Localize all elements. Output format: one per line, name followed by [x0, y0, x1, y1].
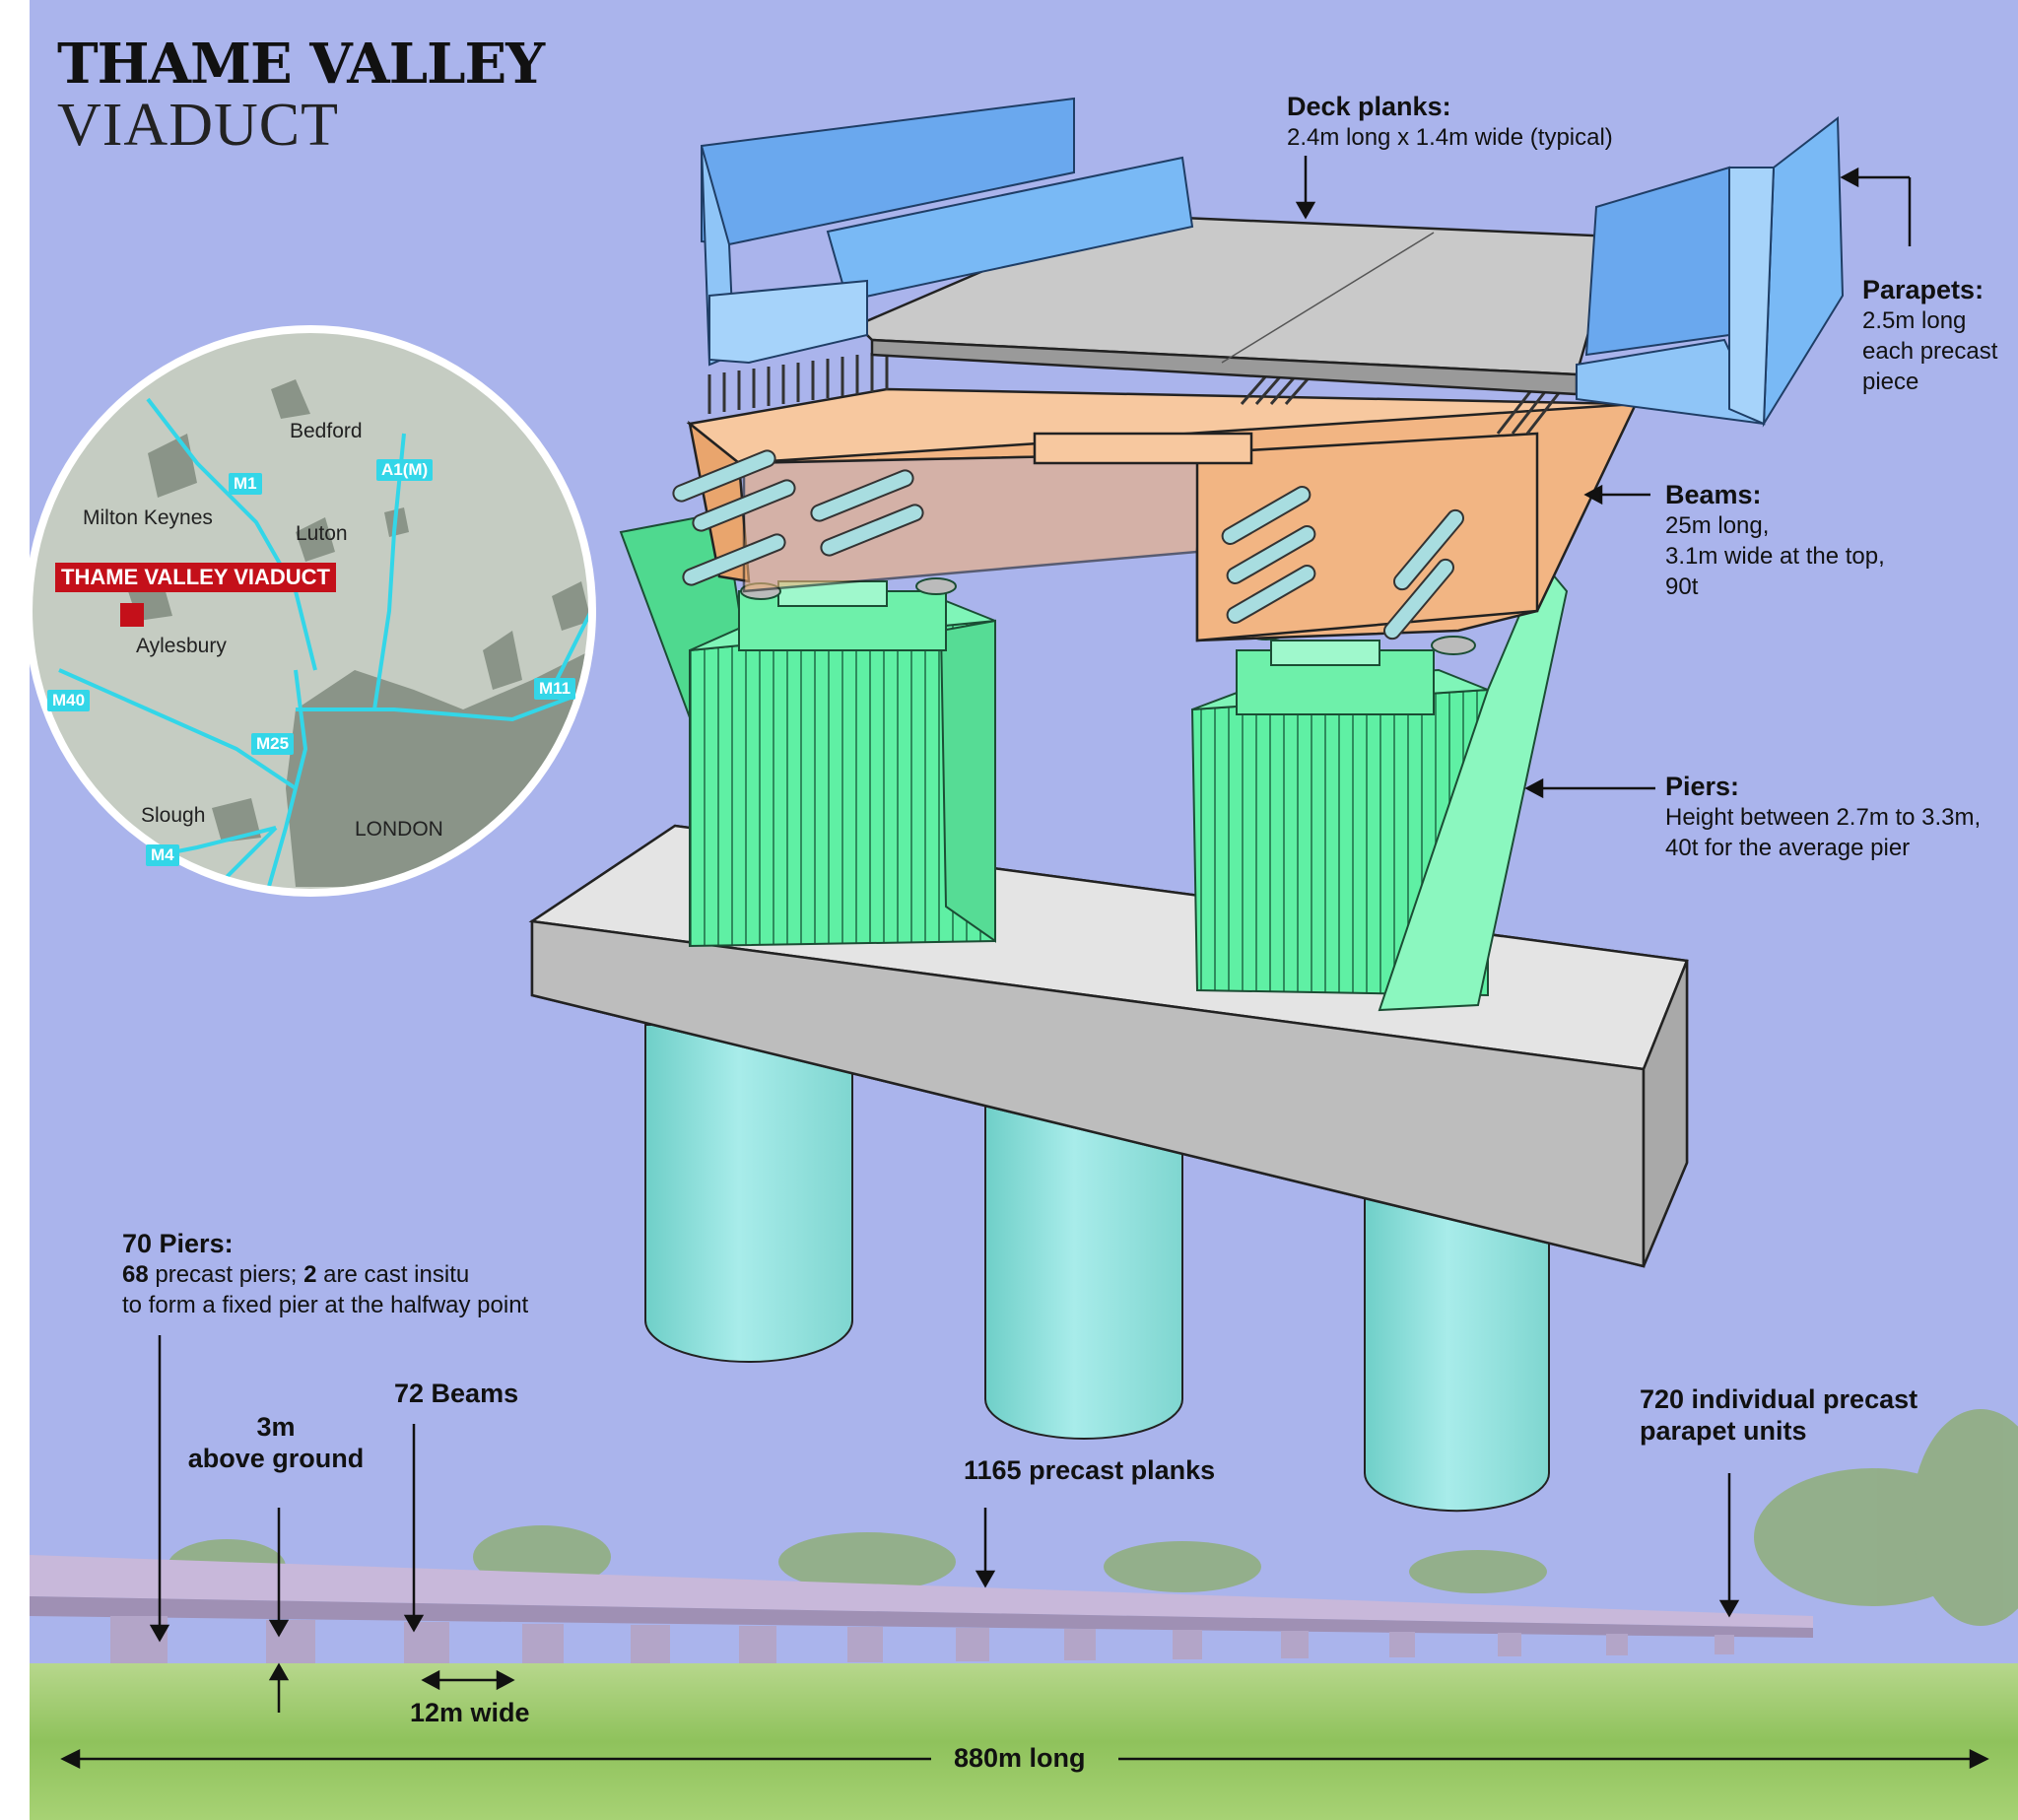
stat-beams: 72 Beams	[394, 1378, 518, 1409]
stat-piers-text1: precast piers;	[148, 1261, 304, 1288]
stat-planks: 1165 precast planks	[964, 1454, 1215, 1486]
stat-width-text: 12m wide	[410, 1698, 530, 1727]
label-parapets-detail: 2.5m long each precast piece	[1862, 307, 1998, 395]
label-deck-planks: Deck planks: 2.4m long x 1.4m wide (typi…	[1287, 91, 1613, 153]
grass	[30, 1663, 2018, 1820]
stat-piers-precast-count: 68	[122, 1261, 149, 1288]
stat-piers-text2: are cast insitu	[316, 1261, 470, 1288]
stat-beams-text: 72 Beams	[394, 1379, 519, 1408]
bolts	[672, 449, 1464, 640]
parapet-left	[701, 97, 1194, 367]
stat-height-value: 3m	[256, 1412, 296, 1442]
road-m1: M1	[229, 473, 262, 495]
map-place-london: LONDON	[355, 818, 443, 841]
leader-arrows	[60, 156, 1989, 1770]
map-place-bedford: Bedford	[290, 420, 363, 442]
label-parapets: Parapets: 2.5m long each precast piece	[1862, 274, 1997, 397]
site-marker	[120, 603, 144, 627]
road-m11: M11	[534, 678, 576, 700]
label-piers-detail: Height between 2.7m to 3.3m, 40t for the…	[1665, 804, 1982, 861]
location-map	[25, 325, 596, 897]
label-beams-detail: 25m long, 3.1m wide at the top, 90t	[1665, 512, 1885, 600]
stat-piers-line1: 68 precast piers; 2 are cast insitu	[122, 1259, 528, 1290]
stat-width: 12m wide	[410, 1697, 530, 1728]
viaduct-photo	[30, 1555, 1813, 1667]
columns	[644, 1024, 1550, 1513]
stat-planks-text: 1165 precast planks	[964, 1455, 1216, 1485]
label-piers: Piers: Height between 2.7m to 3.3m, 40t …	[1665, 771, 1981, 863]
road-m25: M25	[251, 733, 295, 755]
stat-height-text: above ground	[187, 1444, 365, 1473]
map-place-aylesbury: Aylesbury	[136, 635, 227, 657]
label-beams: Beams: 25m long, 3.1m wide at the top, 9…	[1665, 479, 1885, 602]
map-place-slough: Slough	[141, 804, 206, 827]
label-beams-heading: Beams:	[1665, 480, 1762, 509]
stat-height: 3m above ground	[177, 1411, 374, 1474]
label-deck-heading: Deck planks:	[1287, 92, 1451, 121]
tree-line	[168, 1409, 2018, 1626]
stat-piers-insitu-count: 2	[303, 1261, 317, 1288]
title-line-2: VIADUCT	[57, 92, 339, 159]
parapet-right	[1576, 116, 1845, 428]
stat-length-text: 880m long	[954, 1743, 1086, 1773]
stat-piers-heading: 70 Piers:	[122, 1229, 234, 1258]
road-m4: M4	[146, 844, 179, 866]
stat-parapets-line1: 720 individual precast	[1640, 1384, 1918, 1414]
map-site-label: THAME VALLEY VIADUCT	[55, 563, 336, 592]
label-deck-detail: 2.4m long x 1.4m wide (typical)	[1287, 124, 1613, 151]
stat-piers-line2: to form a fixed pier at the halfway poin…	[122, 1292, 529, 1318]
stat-parapets: 720 individual precast parapet units	[1640, 1383, 1917, 1447]
map-place-milton-keynes: Milton Keynes	[83, 506, 213, 529]
pier-left	[619, 510, 996, 948]
stat-piers: 70 Piers: 68 precast piers; 2 are cast i…	[122, 1228, 528, 1320]
stat-parapets-line2: parapet units	[1640, 1416, 1807, 1446]
stat-length: 880m long	[954, 1742, 1086, 1774]
label-piers-heading: Piers:	[1665, 772, 1740, 801]
title-line-1: THAME VALLEY	[57, 32, 545, 97]
road-a1m: A1(M)	[376, 459, 434, 481]
label-parapets-heading: Parapets:	[1862, 275, 1984, 304]
road-m40: M40	[47, 690, 91, 711]
map-place-luton: Luton	[296, 522, 348, 545]
rebar	[707, 351, 1564, 435]
